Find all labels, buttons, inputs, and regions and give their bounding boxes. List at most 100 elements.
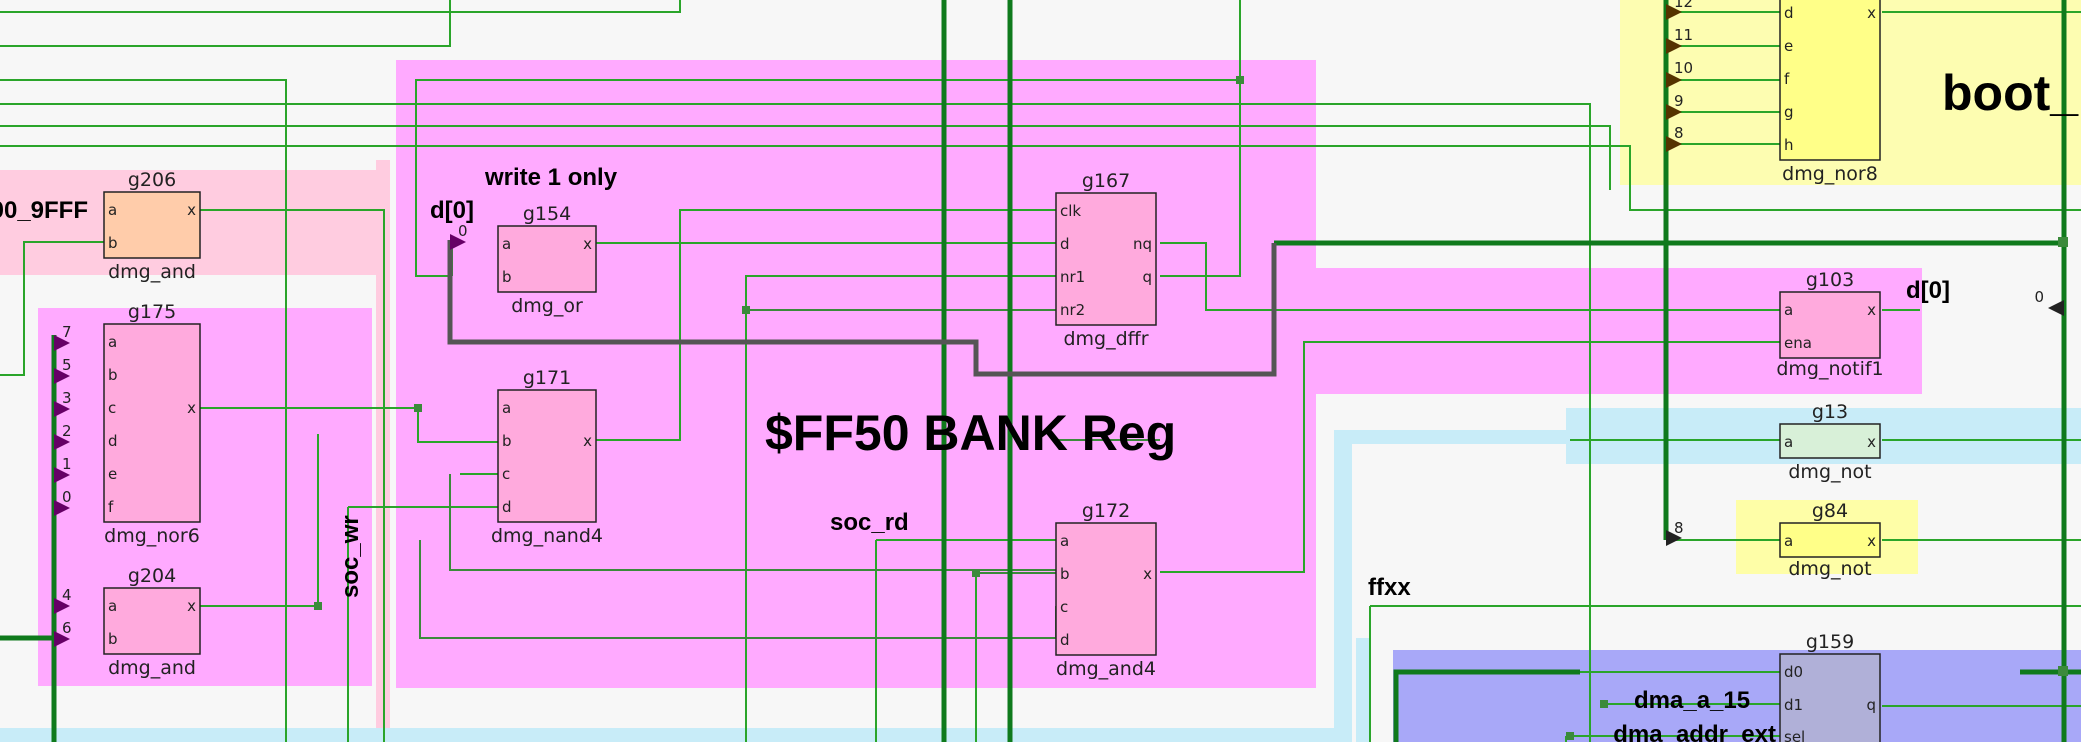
svg-text:d: d <box>1784 4 1794 22</box>
ffxx-label: ffxx <box>1368 574 1411 601</box>
svg-text:g172: g172 <box>1082 500 1130 522</box>
svg-text:nr2: nr2 <box>1060 301 1085 319</box>
svg-text:dmg_nor8: dmg_nor8 <box>1782 163 1878 185</box>
svg-text:g154: g154 <box>523 203 571 225</box>
svg-text:dmg_dffr: dmg_dffr <box>1063 328 1148 350</box>
svg-text:a: a <box>1784 433 1793 451</box>
region-cyan-bottom <box>0 728 1352 742</box>
svg-text:nq: nq <box>1133 235 1152 253</box>
svg-text:d1: d1 <box>1784 696 1803 714</box>
svg-text:2: 2 <box>62 422 72 440</box>
region-cyan-left <box>1334 430 1352 742</box>
svg-text:nr1: nr1 <box>1060 268 1085 286</box>
region-pink-left <box>38 308 372 686</box>
svg-text:a: a <box>1784 532 1793 550</box>
tap-arrow <box>1666 530 1682 546</box>
svg-text:a: a <box>108 597 117 615</box>
svg-text:9: 9 <box>1674 92 1684 110</box>
tap-arrow <box>1666 72 1682 88</box>
svg-text:dmg_and: dmg_and <box>108 261 196 283</box>
svg-text:d: d <box>1060 631 1070 649</box>
svg-text:dmg_nor6: dmg_nor6 <box>104 525 200 547</box>
svg-text:a: a <box>1784 301 1793 319</box>
svg-text:g: g <box>1784 103 1794 121</box>
svg-text:g159: g159 <box>1806 631 1854 653</box>
svg-text:g13: g13 <box>1812 401 1848 423</box>
svg-text:x: x <box>1867 532 1876 550</box>
svg-text:d: d <box>108 432 118 450</box>
d0-right-label: d[0] <box>1906 277 1950 304</box>
svg-text:b: b <box>108 366 118 384</box>
svg-text:q: q <box>1866 696 1876 714</box>
svg-text:dmg_or: dmg_or <box>511 295 583 317</box>
gate-g13[interactable]: g13 dmg_not a x <box>1779 401 1881 483</box>
svg-text:a: a <box>502 235 511 253</box>
svg-text:0: 0 <box>458 222 468 240</box>
svg-text:g84: g84 <box>1812 500 1848 522</box>
dma-addr-ext-label: dma_addr_ext <box>1613 721 1776 742</box>
svg-text:x: x <box>1867 4 1876 22</box>
write-note: write 1 only <box>484 164 618 191</box>
svg-text:g167: g167 <box>1082 170 1130 192</box>
tap-arrow <box>54 401 70 417</box>
junctions <box>314 76 2068 740</box>
bit-numbers: 7 5 3 2 1 0 4 6 0 0 8 12 11 10 9 8 <box>62 0 2044 637</box>
svg-text:e: e <box>1784 37 1793 55</box>
svg-text:g171: g171 <box>523 367 571 389</box>
tap-arrow <box>1666 104 1682 120</box>
svg-text:6: 6 <box>62 619 72 637</box>
svg-text:x: x <box>187 399 196 417</box>
tap-arrow <box>1666 4 1682 20</box>
svg-text:10: 10 <box>1674 59 1693 77</box>
gate-g84[interactable]: g84 dmg_not a x <box>1779 500 1881 580</box>
svg-text:f: f <box>1784 70 1790 88</box>
svg-text:dmg_not: dmg_not <box>1788 461 1871 483</box>
svg-text:5: 5 <box>62 356 72 374</box>
svg-text:b: b <box>108 630 118 648</box>
svg-text:x: x <box>1143 565 1152 583</box>
svg-text:8: 8 <box>1674 519 1684 537</box>
svg-text:d: d <box>502 498 512 516</box>
svg-text:x: x <box>1867 301 1876 319</box>
svg-text:h: h <box>1784 136 1794 154</box>
region-left-label: 00_9FFF <box>0 197 88 224</box>
svg-text:dmg_and: dmg_and <box>108 657 196 679</box>
svg-text:b: b <box>108 234 118 252</box>
tap-arrow <box>1666 136 1682 152</box>
gate-g103[interactable]: g103 dmg_notif1 a ena x <box>1776 269 1883 380</box>
gate-g154[interactable]: g154 dmg_or a b x <box>497 203 597 317</box>
tap-arrow <box>54 434 70 450</box>
gate-g204[interactable]: g204 dmg_and a b x <box>103 565 201 679</box>
gate-nor8[interactable]: dmg_nor8 d e f g h x <box>1779 0 1881 185</box>
svg-text:clk: clk <box>1060 202 1081 220</box>
svg-text:x: x <box>187 201 196 219</box>
tap-arrow <box>54 467 70 483</box>
svg-text:dmg_nand4: dmg_nand4 <box>491 525 603 547</box>
svg-text:a: a <box>502 399 511 417</box>
gate-g175[interactable]: g175 dmg_nor6 a b c d e f x <box>103 301 201 547</box>
gate-g159[interactable]: g159 d0 d1 sel q <box>1779 631 1881 742</box>
gate-g167[interactable]: g167 dmg_dffr clk d nr1 nr2 nq q <box>1055 170 1157 350</box>
region-cyan-strip <box>1334 430 1574 444</box>
svg-text:0: 0 <box>2034 288 2044 306</box>
dma-a-15-label: dma_a_15 <box>1634 687 1750 714</box>
svg-text:c: c <box>108 399 116 417</box>
region-cyan-strip2 <box>1356 638 1370 742</box>
gate-g171[interactable]: g171 dmg_nand4 a b c d x <box>491 367 603 547</box>
svg-text:dmg_notif1: dmg_notif1 <box>1776 358 1883 380</box>
soc-rd-label: soc_rd <box>830 509 909 536</box>
svg-text:d0: d0 <box>1784 663 1803 681</box>
bus-taps <box>54 4 2064 647</box>
svg-text:e: e <box>108 465 117 483</box>
svg-text:c: c <box>1060 598 1068 616</box>
svg-text:x: x <box>583 432 592 450</box>
svg-text:4: 4 <box>62 586 72 604</box>
title: $FF50 BANK Reg <box>765 405 1176 461</box>
boot-label: boot_ <box>1942 65 2079 121</box>
gate-g172[interactable]: g172 dmg_and4 a b c d x <box>1055 500 1157 680</box>
tap-arrow <box>54 598 70 614</box>
svg-text:d: d <box>1060 235 1070 253</box>
svg-text:a: a <box>108 201 117 219</box>
gate-g206[interactable]: g206 dmg_and a b x <box>103 169 201 283</box>
